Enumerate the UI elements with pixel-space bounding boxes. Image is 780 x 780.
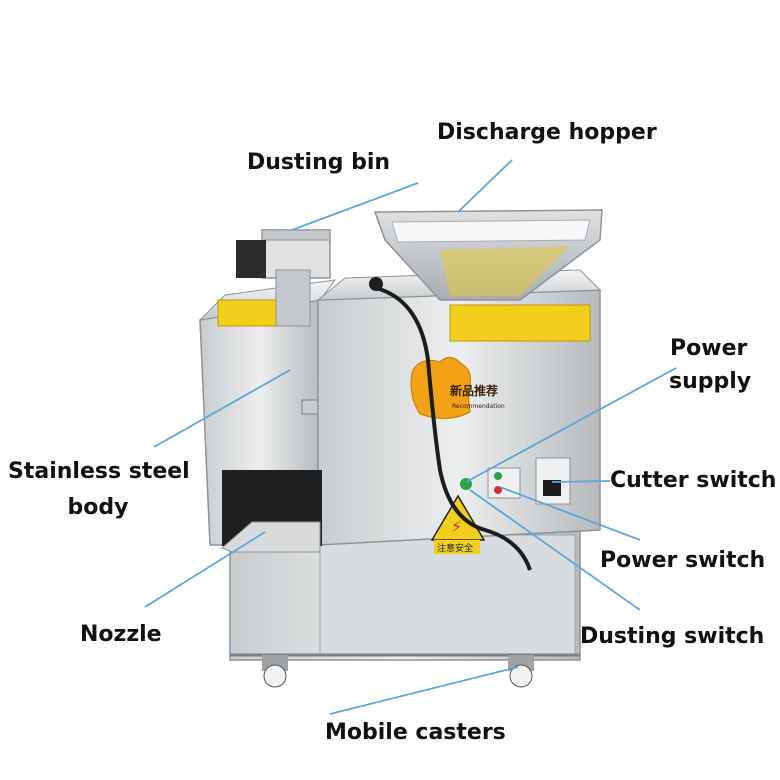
label-mobile-casters: Mobile casters [325, 720, 506, 745]
leader-power-supply [465, 367, 677, 483]
label-dusting-bin: Dusting bin [247, 150, 391, 175]
power-cable [375, 286, 532, 571]
label-stainless-body-line1: Stainless steel [8, 459, 190, 484]
leader-cutter-switch [551, 480, 611, 483]
logo-text: 新品推荐 [450, 383, 498, 398]
leader-dusting-bin [291, 182, 419, 231]
warning-sticker: ⚡ 注意安全 [430, 494, 486, 554]
leader-power-switch [499, 486, 641, 541]
leader-dusting-switch [469, 489, 641, 611]
lower-cabinet [229, 519, 581, 661]
label-power-supply-line2: supply [669, 369, 752, 394]
leader-stainless-body [153, 369, 291, 448]
label-power-supply-line1: Power [670, 336, 748, 361]
logo-subtext: Recommendation [452, 403, 505, 410]
stop-button[interactable] [494, 486, 502, 494]
safety-text: 注意安全 [437, 542, 473, 554]
svg-text:⚡: ⚡ [451, 517, 462, 536]
handle-knob[interactable] [369, 277, 383, 291]
cutter-switch-knob[interactable] [543, 480, 561, 496]
leader-lines [144, 159, 677, 715]
leader-mobile-casters [329, 666, 519, 715]
dusting-bin-shape [236, 229, 331, 327]
label-cutter-switch: Cutter switch [610, 468, 777, 493]
leader-discharge-hopper [457, 159, 513, 213]
label-discharge-hopper: Discharge hopper [437, 120, 657, 145]
brand-logo: 新品推荐 Recommendation [410, 357, 505, 419]
mobile-casters-shape [262, 655, 534, 688]
nozzle-shape [221, 470, 322, 553]
label-power-switch: Power switch [600, 548, 766, 573]
label-dusting-switch: Dusting switch [580, 624, 765, 649]
discharge-hopper-shape [373, 209, 603, 301]
label-stainless-body-line2: body [67, 495, 129, 520]
label-nozzle: Nozzle [80, 622, 162, 647]
leader-nozzle [144, 531, 266, 608]
power-switch-button[interactable] [494, 472, 502, 480]
